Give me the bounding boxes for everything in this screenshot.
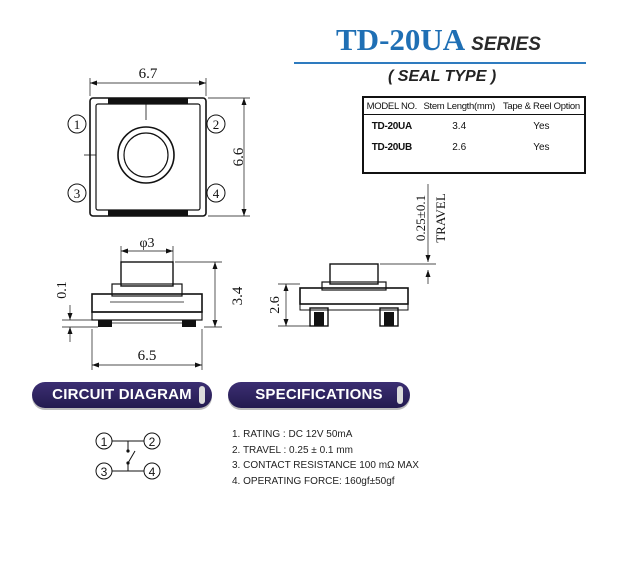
- table-header-row: MODEL NO. Stem Length(mm) Tape & Reel Op…: [364, 98, 584, 115]
- spec-item: 2. TRAVEL : 0.25 ± 0.1 mm: [232, 444, 353, 456]
- dim-top-height: 6.6: [231, 147, 247, 166]
- model-cell: TD-20UB: [371, 142, 412, 153]
- specifications-heading: SPECIFICATIONS: [228, 382, 410, 408]
- pin-label: 4: [213, 186, 220, 201]
- tape-reel-cell: Yes: [533, 142, 550, 153]
- circuit-pin-label: 2: [149, 435, 156, 449]
- spec-item: 3. CONTACT RESISTANCE 100 mΩ MAX: [232, 460, 419, 471]
- column-header: MODEL NO.: [364, 98, 420, 115]
- dim-diameter: φ3: [139, 236, 154, 251]
- side-view: 2.6 0.25±0.1 TRAVEL: [268, 184, 448, 327]
- circuit-diagram: 1 2 3 4: [95, 432, 161, 480]
- front-view: φ3 0.1 3.4 6.5: [55, 236, 246, 370]
- circuit-pin-label: 4: [149, 465, 156, 479]
- pin-label: 1: [74, 117, 81, 132]
- dim-top-width: 6.7: [139, 66, 158, 82]
- top-view: 1 2 3 4 6.7 6.6: [67, 66, 250, 217]
- column-header: Tape & Reel Option: [498, 98, 584, 115]
- circuit-pin-label: 3: [101, 465, 108, 479]
- model-title: TD-20UA: [336, 22, 466, 57]
- column-header: Stem Length(mm): [419, 98, 499, 115]
- series-label: SERIES: [471, 34, 541, 55]
- pin-label: 2: [213, 117, 220, 132]
- title-underline: [294, 62, 586, 64]
- tape-reel-cell: Yes: [533, 121, 550, 132]
- spec-item: 4. OPERATING FORCE: 160gf±50gf: [232, 475, 395, 487]
- specifications-list: 1. RATING : DC 12V 50mA 2. TRAVEL : 0.25…: [232, 427, 419, 489]
- spec-item: 1. RATING : DC 12V 50mA: [232, 429, 353, 440]
- dim-front-width: 6.5: [138, 348, 157, 364]
- dim-front-height: 3.4: [230, 286, 246, 305]
- circuit-diagram-heading: CIRCUIT DIAGRAM: [32, 382, 212, 408]
- pin-label: 3: [74, 186, 81, 201]
- stem-length-cell: 2.6: [452, 142, 467, 153]
- dim-travel: 0.25±0.1: [413, 195, 428, 241]
- table-row: TD-20UA 3.4 Yes: [364, 115, 584, 137]
- dim-side-height: 2.6: [268, 296, 283, 314]
- table-row: TD-20UB 2.6 Yes: [364, 136, 584, 157]
- travel-label: TRAVEL: [433, 193, 448, 243]
- model-table: MODEL NO. Stem Length(mm) Tape & Reel Op…: [362, 96, 586, 174]
- model-cell: TD-20UA: [371, 121, 412, 132]
- circuit-pin-label: 1: [101, 435, 108, 449]
- seal-type-label: ( SEAL TYPE ): [388, 68, 497, 85]
- stem-length-cell: 3.4: [452, 121, 467, 132]
- dim-gap: 0.1: [55, 281, 70, 299]
